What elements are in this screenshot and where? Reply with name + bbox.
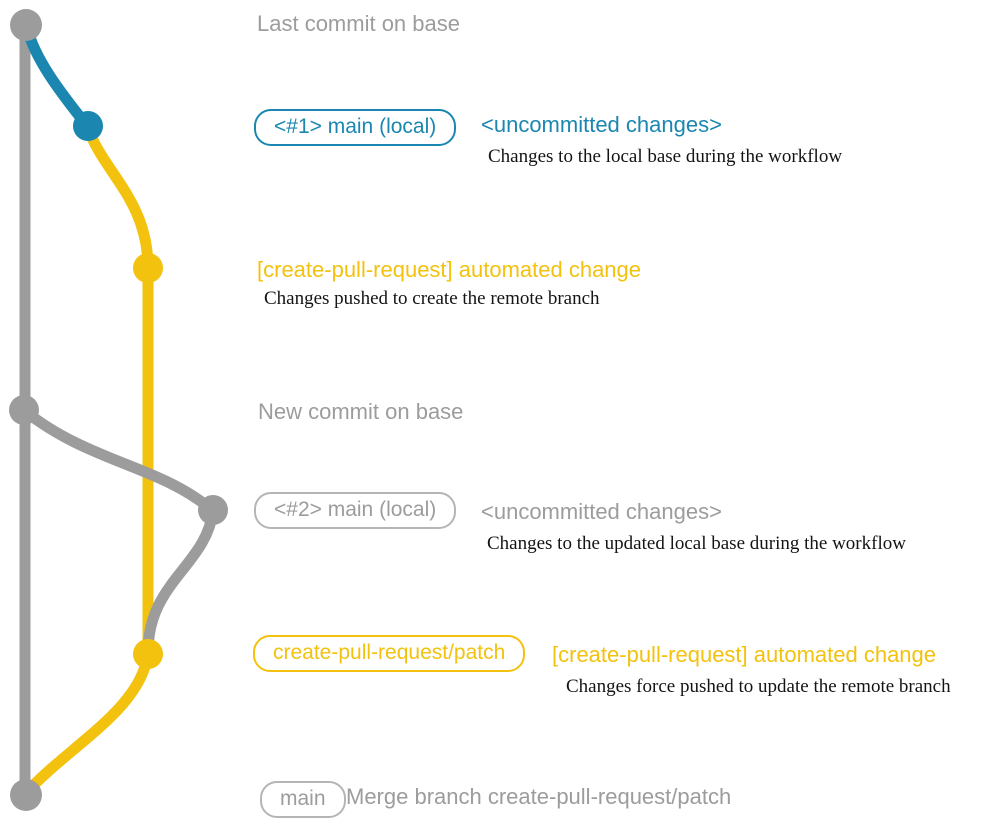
- commit-new-on-base: [9, 395, 39, 425]
- edge-local-changes-1: [21, 21, 94, 133]
- commit-automated-change-1: [133, 253, 163, 283]
- desc-local-base: Changes to the local base during the wor…: [488, 146, 843, 167]
- note-last-commit-on-base: Last commit on base: [257, 11, 460, 36]
- tag-main: main: [260, 781, 346, 818]
- tag-main-local-2: <#2> main (local): [254, 492, 457, 529]
- tag-main-local-1: <#1> main (local): [254, 109, 457, 146]
- note-merge-branch: Merge branch create-pull-request/patch: [346, 784, 732, 809]
- edge-patch-branch: [82, 122, 154, 660]
- desc-updated-local-base: Changes to the updated local base during…: [487, 533, 906, 554]
- commit-uncommitted-1: [73, 111, 103, 141]
- desc-force-pushed: Changes force pushed to update the remot…: [566, 676, 951, 697]
- edge-local-changes-2a: [19, 405, 219, 517]
- edge-patch-merge: [20, 648, 154, 799]
- commit-last-on-base: [10, 9, 42, 41]
- commit-merge: [10, 779, 42, 811]
- tag-create-pull-request-patch: create-pull-request/patch: [253, 635, 526, 672]
- heading-automated-change-2: [create-pull-request] automated change: [552, 642, 937, 667]
- heading-uncommitted-changes-2: <uncommitted changes>: [481, 499, 722, 524]
- note-new-commit-on-base: New commit on base: [258, 399, 464, 424]
- heading-automated-change-1: [create-pull-request] automated change: [257, 257, 642, 282]
- edge-local-changes-2b: [142, 505, 219, 658]
- heading-uncommitted-changes-1: <uncommitted changes>: [481, 112, 722, 137]
- commit-automated-change-2: [133, 639, 163, 669]
- desc-pushed-create: Changes pushed to create the remote bran…: [264, 288, 600, 309]
- commit-uncommitted-2: [198, 495, 228, 525]
